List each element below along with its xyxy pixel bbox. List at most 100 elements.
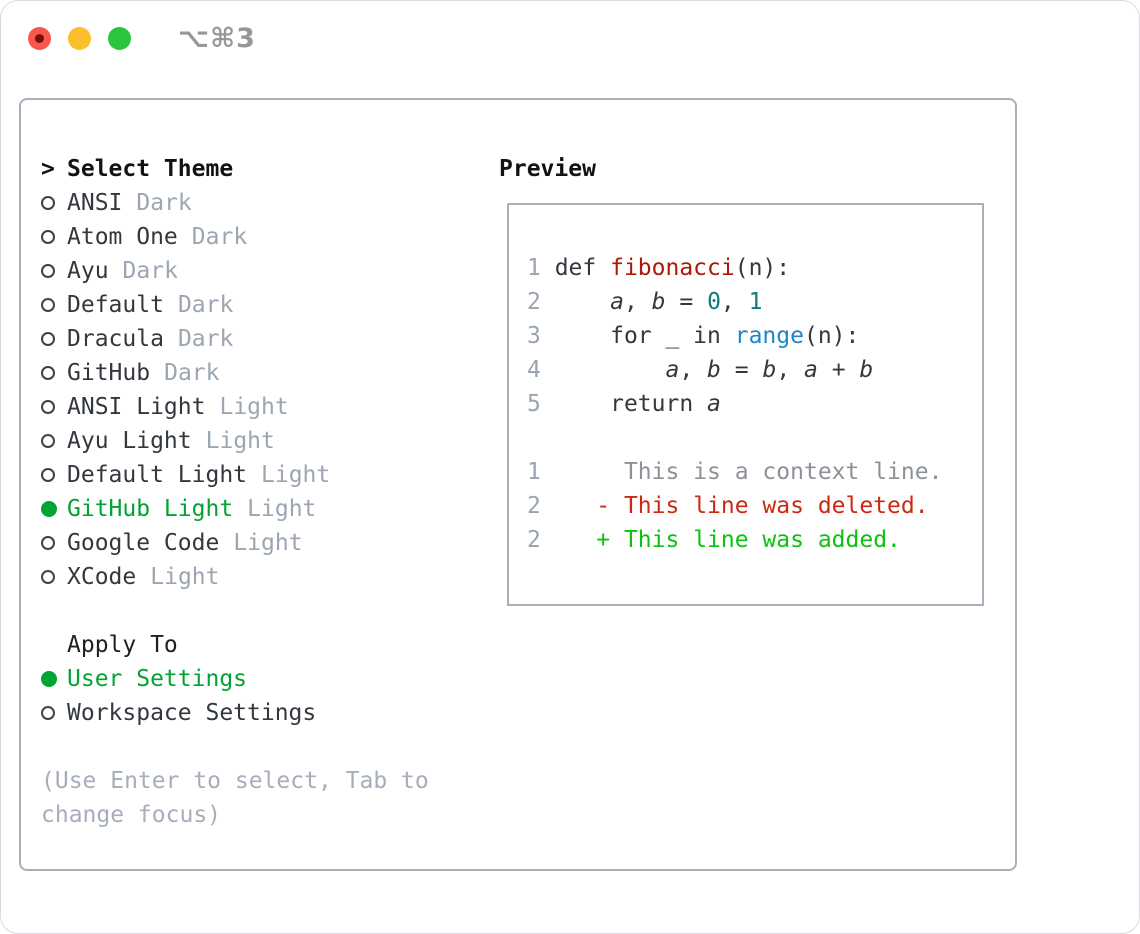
line-number: 4: [527, 357, 555, 383]
theme-variant-tag: Light: [247, 496, 317, 522]
close-button[interactable]: [28, 26, 51, 50]
preview-title: Preview: [499, 156, 596, 182]
keyboard-hint: (Use Enter to select, Tab to change focu…: [41, 768, 429, 828]
diff-line: 2 + This line was added.: [527, 523, 982, 557]
radio-unselected-icon: [41, 570, 55, 584]
theme-name: XCode: [67, 564, 137, 590]
radio-gutter: [41, 706, 67, 720]
prompt-arrow-icon: >: [41, 156, 55, 182]
theme-variant-tag: Dark: [122, 258, 178, 284]
theme-variant-tag: Light: [150, 564, 220, 590]
radio-unselected-icon: [41, 196, 55, 210]
theme-name: Google Code: [67, 530, 220, 556]
theme-option-ayu-light[interactable]: Ayu Light Light: [41, 424, 499, 458]
code-token: a: [707, 391, 721, 417]
radio-gutter: [41, 501, 67, 517]
theme-name: Dracula: [67, 326, 164, 352]
code-line: 2 a, b = 0, 1: [527, 285, 982, 319]
code-token: range: [734, 323, 804, 349]
apply-to-title: Apply To: [67, 632, 178, 658]
line-number: 1: [527, 459, 597, 485]
theme-option-atom-one[interactable]: Atom One Dark: [41, 220, 499, 254]
theme-name: GitHub: [67, 360, 151, 386]
radio-unselected-icon: [41, 468, 55, 482]
radio-gutter: [41, 366, 67, 380]
blank: [527, 425, 541, 451]
theme-name: Ayu Light: [67, 428, 192, 454]
theme-variant-tag: Light: [233, 530, 303, 556]
code-token: b: [651, 289, 666, 315]
code-line: 3 for _ in range(n):: [527, 319, 982, 353]
code-token: def: [554, 255, 611, 281]
code-token: =: [665, 289, 708, 315]
radio-gutter: [41, 196, 67, 210]
theme-variant-tag: Light: [219, 394, 289, 420]
theme-variant-tag: Dark: [164, 360, 220, 386]
apply-option-user-settings[interactable]: User Settings: [41, 662, 499, 696]
diff-marker: -: [596, 493, 624, 519]
theme-option-google-code[interactable]: Google Code Light: [41, 526, 499, 560]
line-number: 3: [527, 323, 555, 349]
code-line: 4 a, b = b, a + b: [527, 353, 982, 387]
theme-option-github[interactable]: GitHub Dark: [41, 356, 499, 390]
code-token: b: [762, 357, 777, 383]
line-number: 2: [527, 527, 597, 553]
diff-text: This line was deleted.: [623, 493, 929, 519]
minimize-button[interactable]: [68, 26, 91, 50]
theme-variant-tag: Dark: [136, 190, 192, 216]
line-number: 2: [527, 493, 597, 519]
radio-gutter: [41, 230, 67, 244]
maximize-button[interactable]: [108, 26, 131, 50]
select-theme-header: > Select Theme: [41, 152, 499, 186]
code-token: ,: [776, 357, 805, 383]
radio-gutter: [41, 468, 67, 482]
radio-selected-icon: [41, 501, 57, 517]
preview-column: Preview 1 def fibonacci(n):2 a, b = 0, 1…: [499, 152, 1015, 869]
line-number: 2: [527, 289, 555, 315]
code-token: a: [665, 357, 680, 383]
code-token: (n):: [734, 255, 791, 281]
cursor-gutter: >: [41, 156, 67, 182]
theme-name: Default Light: [67, 462, 248, 488]
code-token: ,: [623, 289, 652, 315]
code-token: ,: [679, 357, 708, 383]
radio-unselected-icon: [41, 230, 55, 244]
code-token: a: [610, 289, 624, 315]
radio-unselected-icon: [41, 366, 55, 380]
radio-gutter: [41, 400, 67, 414]
theme-option-ansi[interactable]: ANSI Dark: [41, 186, 499, 220]
diff-line: 2 - This line was deleted.: [527, 489, 982, 523]
apply-option-workspace-settings[interactable]: Workspace Settings: [41, 696, 499, 730]
theme-option-xcode[interactable]: XCode Light: [41, 560, 499, 594]
apply-option-label: Workspace Settings: [67, 700, 317, 726]
theme-variant-tag: Light: [205, 428, 275, 454]
radio-selected-icon: [41, 671, 57, 687]
theme-name: Atom One: [67, 224, 178, 250]
theme-variant-tag: Light: [261, 462, 331, 488]
apply-to-header: Apply To: [41, 628, 499, 662]
diff-text: This is a context line.: [623, 459, 943, 485]
line-number: 5: [527, 391, 555, 417]
section-spacer: [41, 730, 499, 764]
theme-variant-tag: Dark: [191, 224, 248, 250]
code-token: 1: [748, 289, 763, 315]
theme-name: ANSI: [67, 190, 123, 216]
theme-option-default-light[interactable]: Default Light Light: [41, 458, 499, 492]
radio-unselected-icon: [41, 536, 55, 550]
diff-text: This line was added.: [623, 527, 901, 553]
theme-name: Default: [67, 292, 164, 318]
blank-line: [527, 421, 982, 455]
select-theme-title: Select Theme: [67, 156, 234, 182]
radio-unselected-icon: [41, 332, 55, 346]
